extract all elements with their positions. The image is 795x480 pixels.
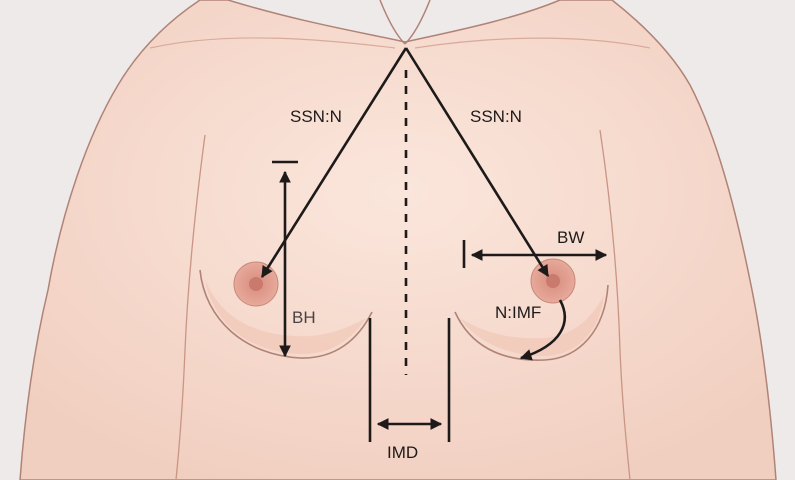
clavicle-left (149, 37, 396, 49)
n-imf-label: N:IMF (495, 303, 541, 322)
bh-label: BH (292, 308, 316, 327)
left-nipple (249, 277, 263, 291)
ssn-n-left-label: SSN:N (290, 107, 342, 126)
neck-line-left (379, 0, 406, 45)
right-breast-shade (460, 295, 604, 356)
ssn-n-right-line (404, 47, 550, 277)
clavicle-right (414, 37, 651, 49)
left-breast-fold (199, 269, 373, 359)
right-breast-fold (454, 284, 609, 361)
imd-label: IMD (387, 443, 418, 462)
arm-crease-left (175, 134, 206, 480)
left-breast-shade (205, 280, 366, 355)
arm-crease-right (599, 129, 631, 480)
torso-body (19, 0, 777, 480)
n-imf-arrow (519, 299, 566, 361)
bw-label: BW (557, 228, 584, 247)
ssn-n-right-label: SSN:N (470, 107, 522, 126)
right-nipple (546, 274, 560, 288)
neck-line-right (404, 0, 431, 45)
